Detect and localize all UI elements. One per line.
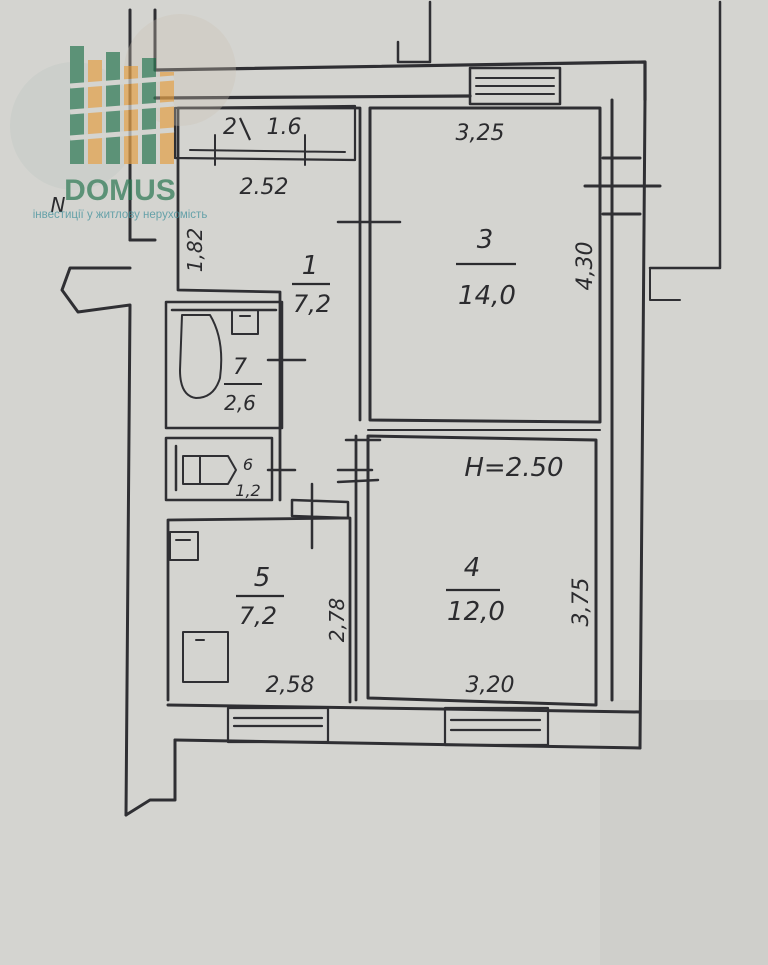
room-3-depth-dim: 4,30 xyxy=(573,242,598,291)
dimension-labels: 3,25 4,30 2.52 1,82 3,20 3,75 2,58 2,78 … xyxy=(51,121,598,698)
logo-bar-1 xyxy=(70,46,84,164)
watermark-disc-right xyxy=(124,14,236,126)
room-6-area: 1,2 xyxy=(235,481,260,500)
room-1-number: 1 xyxy=(302,251,319,281)
ceiling-height-label: H=2.50 xyxy=(464,453,563,483)
room-5-depth-dim: 2,78 xyxy=(325,598,349,643)
domus-tagline: інвестиції у житлову нерухомість xyxy=(33,209,208,221)
room-4-depth-dim: 3,75 xyxy=(569,578,594,627)
room-4-width-dim: 3,20 xyxy=(466,673,515,698)
room-1-width-dim: 2.52 xyxy=(240,175,289,200)
paper-shade xyxy=(600,700,768,965)
room-7-area: 2,6 xyxy=(224,391,256,415)
wall-lines xyxy=(60,0,722,817)
logo-bar-6 xyxy=(160,72,174,164)
room-5-number: 5 xyxy=(254,563,271,593)
room-4-number: 4 xyxy=(464,553,481,583)
room-4-area: 12,0 xyxy=(447,597,505,627)
room-3-number: 3 xyxy=(477,225,494,255)
logo-bar-4 xyxy=(124,66,138,164)
domus-brand-name: DOMUS xyxy=(64,174,176,207)
room-2-area: 1.6 xyxy=(267,115,302,140)
room-5-area: 7,2 xyxy=(239,602,277,630)
room-labels: 1 7,2 2 1.6 3 14,0 4 12,0 5 7,2 6 1,2 7 … xyxy=(223,115,564,630)
room-2-fraction-slash xyxy=(238,117,252,141)
room-1-area: 7,2 xyxy=(293,290,331,318)
room-1-side-dim: 1,82 xyxy=(183,228,207,273)
room-3-area: 14,0 xyxy=(458,281,516,311)
room-7-number: 7 xyxy=(233,355,247,380)
north-mark: N xyxy=(51,193,66,217)
room-3-width-dim: 3,25 xyxy=(456,121,505,146)
room-6-number: 6 xyxy=(243,455,253,474)
room-5-width-dim: 2,58 xyxy=(266,673,315,698)
domus-logo-icon xyxy=(69,46,175,164)
logo-bar-5 xyxy=(142,58,156,164)
domus-watermark: DOMUS інвестиції у житлову нерухомість xyxy=(10,14,236,221)
room-2-number: 2 xyxy=(223,115,237,140)
logo-stripes xyxy=(69,75,175,141)
